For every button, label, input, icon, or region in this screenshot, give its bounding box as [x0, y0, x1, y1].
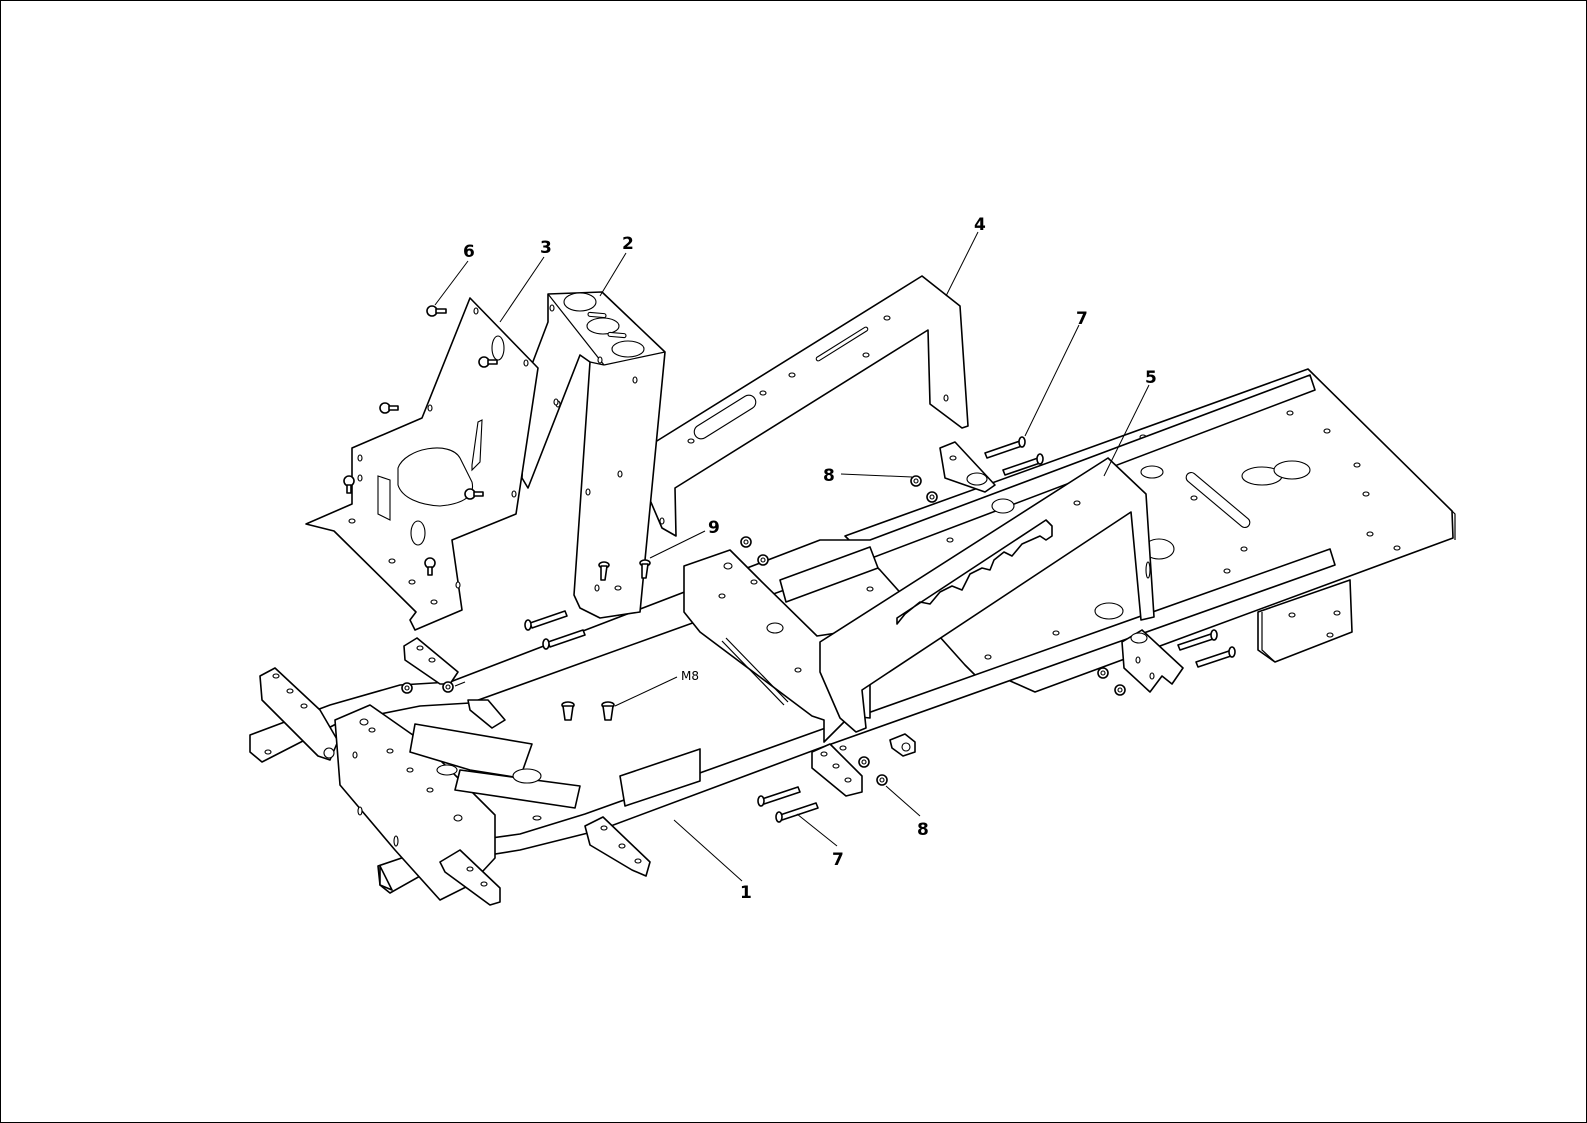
nut-center-b	[757, 554, 769, 566]
nut-8-lower-b	[876, 774, 888, 786]
nut-rear-a	[1097, 667, 1109, 679]
callout-7-upper: 7	[1076, 309, 1088, 329]
part-4-support-arch	[649, 275, 969, 537]
screw-panel-a	[478, 356, 498, 368]
callout-8-lower: 8	[917, 820, 929, 840]
screw-panel-c	[343, 475, 355, 494]
screw-9-a	[598, 561, 610, 581]
nut-8-lower-a	[858, 756, 870, 768]
bolt-front-b	[542, 629, 586, 650]
screw-panel-b	[379, 402, 399, 414]
nut-front-a	[401, 682, 413, 694]
middle-mounting-plate	[683, 549, 871, 743]
leader-lines	[434, 231, 1150, 882]
bolt-7-lower-b	[775, 802, 819, 823]
callout-4: 4	[974, 215, 986, 235]
part-5-seat-bracket	[819, 441, 1155, 733]
rivet-m8-a	[561, 701, 575, 721]
callout-8-upper: 8	[823, 466, 835, 486]
fasteners-nuts	[343, 305, 1126, 786]
callout-1: 1	[740, 883, 752, 903]
bolt-7-upper-a	[984, 436, 1026, 459]
screw-9-b	[639, 559, 651, 579]
bolt-rear-a	[1177, 629, 1218, 651]
callout-5: 5	[1145, 368, 1157, 388]
bolt-front-a	[524, 610, 568, 631]
nut-upper-b	[926, 491, 938, 503]
rivet-m8-b	[601, 701, 615, 721]
nut-rear-b	[1114, 684, 1126, 696]
rear-right-mount-bracket	[1257, 579, 1353, 663]
callout-3: 3	[540, 238, 552, 258]
part-3-dash-panel	[305, 297, 559, 631]
screw-panel-d	[464, 488, 484, 500]
nut-8-upper	[910, 475, 922, 487]
callout-labels: 1 2 3 4 5 6 7 7 8 8 9 M8	[463, 215, 1157, 903]
nut-center-a	[740, 536, 752, 548]
callout-7-lower: 7	[832, 850, 844, 870]
screw-6-top	[426, 305, 447, 317]
bolt-7-lower-a	[757, 786, 801, 807]
rear-axle-bracket	[1121, 629, 1184, 693]
callout-2: 2	[622, 234, 634, 254]
callout-6: 6	[463, 242, 475, 262]
nut-front-b	[442, 681, 454, 693]
bolt-rear-b	[1195, 646, 1236, 668]
callout-9: 9	[708, 518, 720, 538]
bolt-7-upper-b	[1002, 453, 1044, 476]
callout-m8: M8	[681, 669, 699, 683]
fasteners-bolts	[524, 436, 1236, 823]
screw-panel-e	[424, 557, 436, 576]
part-2-steering-column	[521, 291, 666, 619]
